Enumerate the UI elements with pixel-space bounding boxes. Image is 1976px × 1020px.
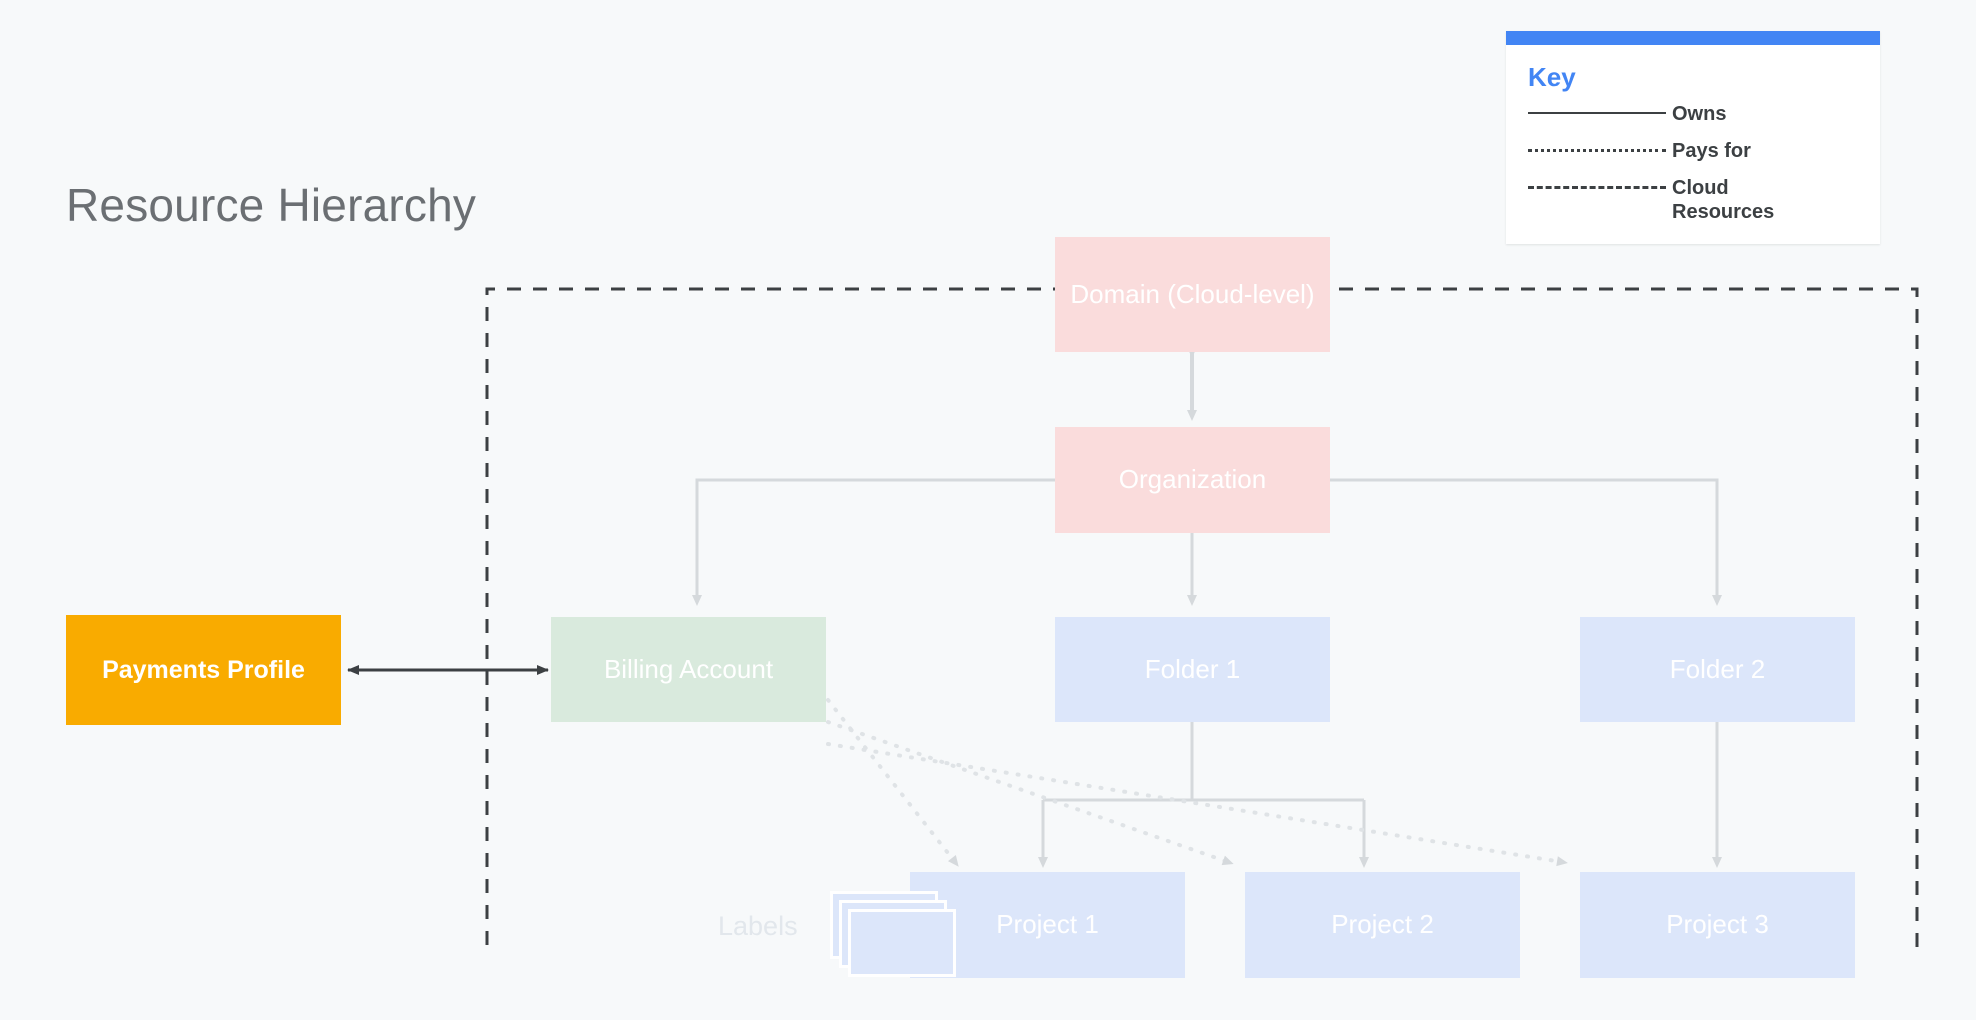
labels-stack-icon: [830, 891, 960, 981]
key-label-pays-for: Pays for: [1672, 139, 1751, 162]
node-organization[interactable]: Organization: [1055, 427, 1330, 533]
node-payments-profile-label: Payments Profile: [102, 656, 305, 684]
key-label-cloud-resources: Cloud Resources: [1672, 176, 1775, 223]
dotted-line-icon: [1528, 139, 1672, 161]
page-title: Resource Hierarchy: [66, 179, 477, 231]
folder1-owns-links: [1038, 721, 1369, 868]
node-billing-account-label: Billing Account: [603, 653, 774, 684]
billing-pays-for-links: [826, 698, 1568, 867]
node-folder-2-label: Folder 2: [1669, 653, 1766, 684]
node-folder-2[interactable]: Folder 2: [1580, 617, 1855, 722]
node-billing-account[interactable]: Billing Account: [551, 617, 826, 722]
dashed-line-icon: [1528, 176, 1672, 198]
labels-caption: Labels: [718, 911, 798, 941]
key-accent-bar: [1506, 31, 1880, 45]
node-organization-label: Organization: [1118, 464, 1267, 495]
key-label-owns: Owns: [1672, 102, 1727, 125]
key-row-owns: Owns: [1528, 102, 1858, 128]
node-project-2-label: Project 2: [1331, 909, 1434, 940]
node-payments-profile[interactable]: Payments Profile: [66, 615, 341, 725]
node-folder-1[interactable]: Folder 1: [1055, 617, 1330, 722]
node-folder-1-label: Folder 1: [1144, 653, 1241, 684]
labels-card-front-icon: [848, 909, 956, 977]
key-panel: Key Owns Pays for Cloud Resources: [1506, 31, 1880, 245]
node-project-2[interactable]: Project 2: [1245, 872, 1520, 978]
key-row-cloud-resources: Cloud Resources: [1528, 176, 1858, 225]
key-body: Key Owns Pays for Cloud Resources: [1506, 45, 1880, 244]
node-project-3-label: Project 3: [1666, 909, 1769, 940]
node-project-1-label: Project 1: [996, 909, 1099, 940]
key-row-pays-for: Pays for: [1528, 139, 1858, 165]
solid-line-icon: [1528, 102, 1672, 124]
node-domain[interactable]: Domain (Cloud-level): [1055, 237, 1330, 352]
key-heading: Key: [1528, 62, 1576, 92]
node-domain-label: Domain (Cloud-level): [1070, 278, 1315, 309]
node-project-3[interactable]: Project 3: [1580, 872, 1855, 978]
